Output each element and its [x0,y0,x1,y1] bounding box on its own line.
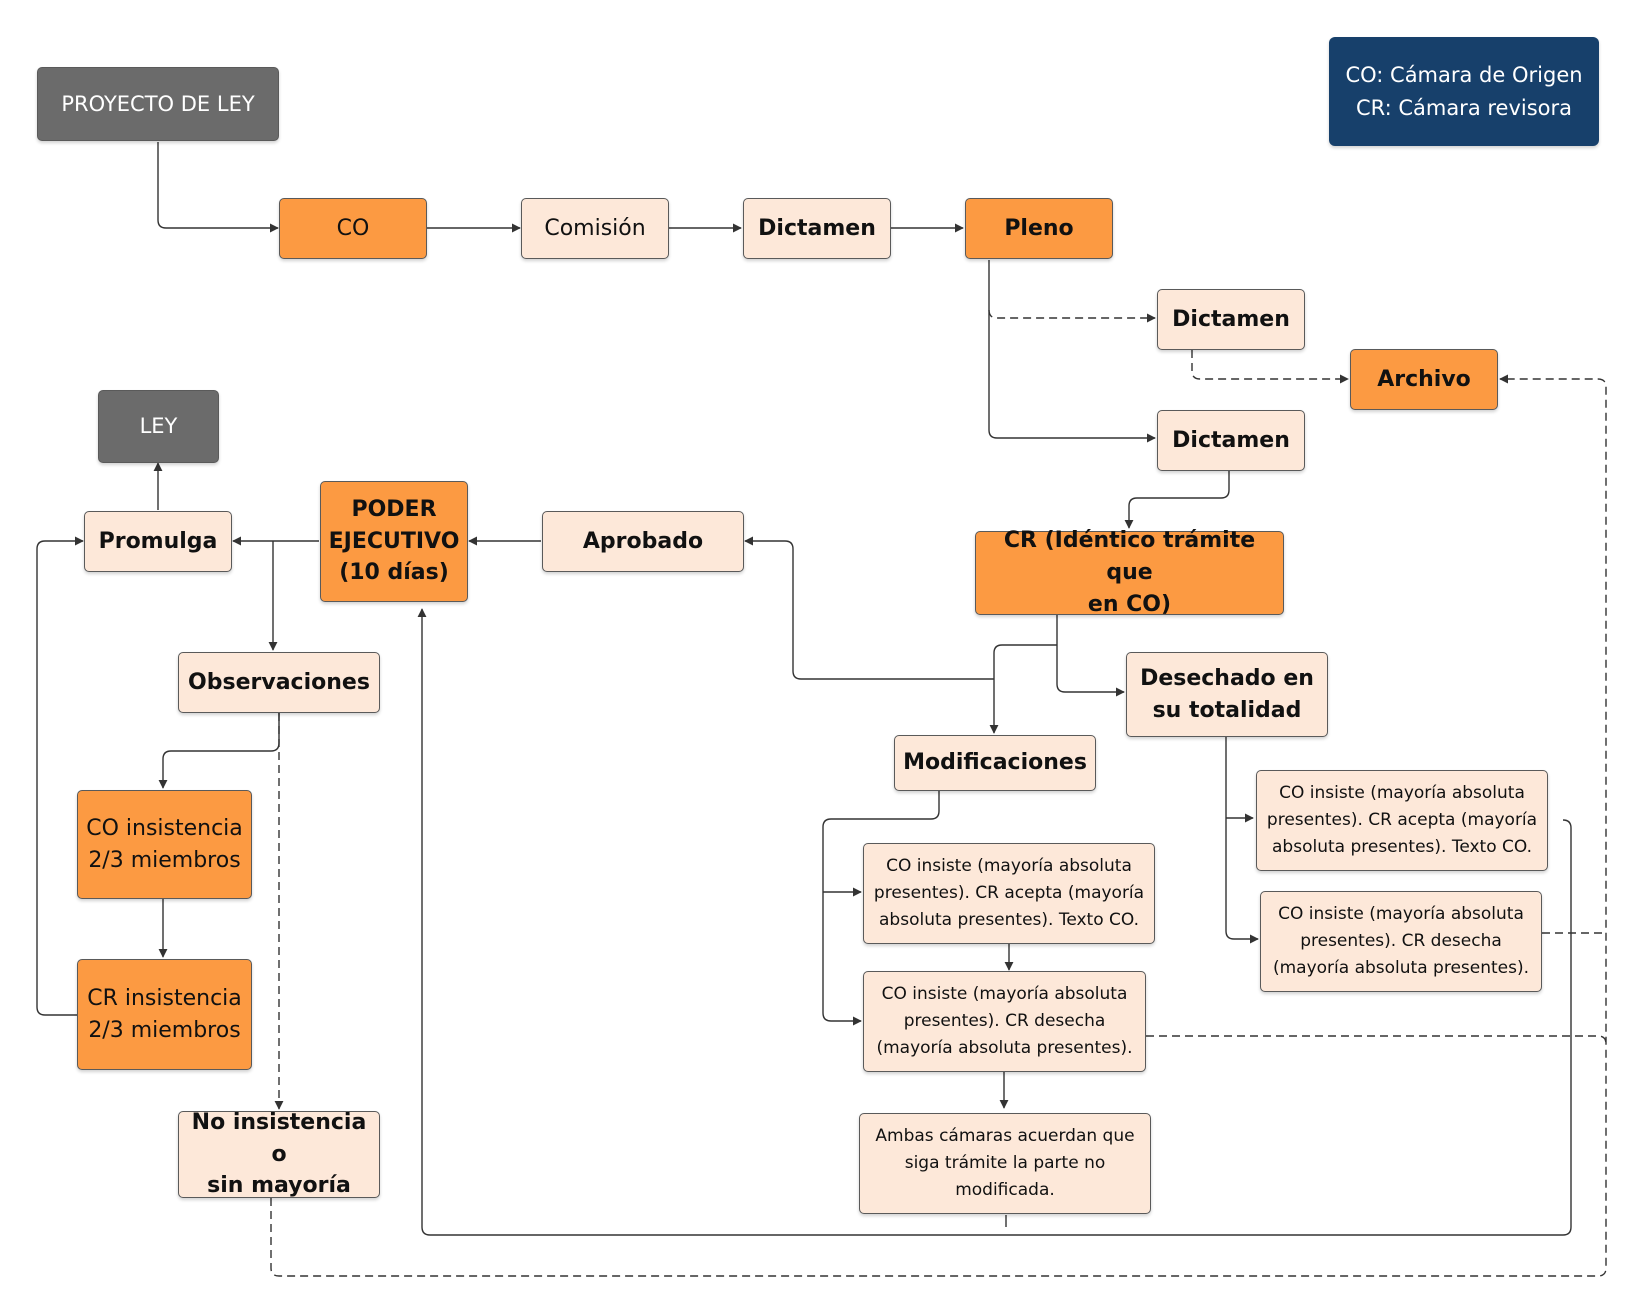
node-cr-insistencia: CR insistencia 2/3 miembros [77,959,252,1070]
edge-dictamen-cr [1124,471,1230,529]
edge-pleno-dictamen-aprobado [988,260,1156,443]
node-observaciones: Observaciones [178,652,380,713]
node-poder-ejecutivo: PODER EJECUTIVO (10 días) [320,481,468,602]
edge-modificaciones-ramas [822,791,940,1026]
edge-pleno-dictamen-rechazo [988,309,1156,323]
node-co-insistencia: CO insistencia 2/3 miembros [77,790,252,899]
edge-desechado-ramas [1225,737,1259,944]
node-promulga: Promulga [84,511,232,572]
node-co-insiste-acepta-desechado: CO insiste (mayoría absoluta presentes).… [1256,770,1548,871]
edge-dictamen-archivo [1191,350,1349,384]
edge-loop-ejecutivo [417,608,1572,1236]
legend-line-1: CO: Cámara de Origen [1345,62,1583,87]
edge-observaciones-coinsistencia [158,713,280,789]
node-proyecto-de-ley: PROYECTO DE LEY [37,67,279,141]
edge-cr-aprobado [744,536,994,680]
edge-proyecto-co [157,142,279,233]
node-no-insistencia: No insistencia o sin mayoría [178,1110,380,1198]
node-dictamen-aprobado: Dictamen [1157,410,1305,471]
edge-noinsistencia-archivo [270,374,1607,1277]
legend-box: CO: Cámara de Origen CR: Cámara revisora [1329,37,1599,146]
node-co-insiste-desecha-modificaciones: CO insiste (mayoría absoluta presentes).… [863,971,1146,1072]
node-pleno: Pleno [965,198,1113,259]
node-archivo: Archivo [1350,349,1498,410]
node-cr: CR (Idéntico trámite que en CO) [975,528,1284,617]
node-co: CO [279,198,427,259]
node-modificaciones: Modificaciones [894,735,1096,791]
node-ambas-camaras: Ambas cámaras acuerdan que siga trámite … [859,1113,1151,1214]
node-co-insiste-acepta-modificaciones: CO insiste (mayoría absoluta presentes).… [863,843,1155,944]
edge-desecha-mod-archivo [1146,1035,1607,1045]
legend-line-2: CR: Cámara revisora [1355,95,1573,120]
edge-cr-modificaciones [989,644,1057,734]
node-dictamen-rechazo: Dictamen [1157,289,1305,350]
node-aprobado: Aprobado [542,511,744,572]
node-desechado: Desechado en su totalidad [1126,652,1328,737]
node-dictamen-1: Dictamen [743,198,891,259]
node-ley: LEY [98,390,219,463]
edge-crinsistencia-promulga [36,536,84,1016]
node-co-insiste-desecha-desechado: CO insiste (mayoría absoluta presentes).… [1260,891,1542,992]
node-comision: Comisión [521,198,669,259]
edge-cr-desechado [1056,615,1125,697]
